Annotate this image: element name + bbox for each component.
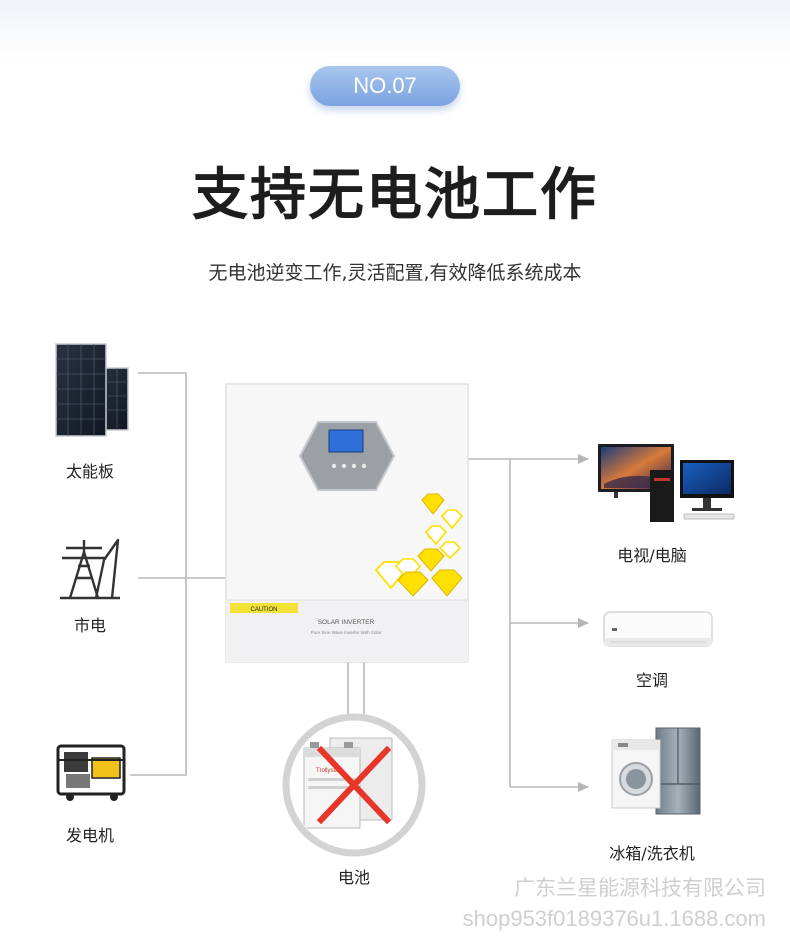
shop-watermark: shop953f0189376u1.1688.com: [462, 906, 766, 931]
solar-panel-icon: [55, 343, 129, 437]
cross-icon: [316, 745, 392, 825]
company-watermark: 广东兰星能源科技有限公司: [514, 877, 766, 900]
inverter-model-label: SOLAR INVERTER: [318, 619, 375, 626]
diamond-decoration: [374, 493, 464, 597]
page-title: 支持无电池工作: [192, 163, 598, 228]
generator-icon: [56, 744, 126, 801]
washer-fridge-icon: [611, 727, 701, 815]
source-wiring: [130, 372, 226, 776]
air-conditioner-icon: [603, 611, 713, 647]
tv-pc-label: 电视/电脑: [617, 546, 687, 565]
inverter-desc-label: Pure Sine Wave Inverter With Solar: [311, 630, 382, 635]
fridge-washer-label: 冰箱/洗衣机: [609, 844, 695, 863]
grid-label: 市电: [73, 616, 106, 635]
battery-label: 电池: [337, 868, 370, 887]
battery-wiring: [347, 660, 365, 720]
section-number-badge: NO.07: [310, 66, 460, 106]
solar-label: 太能板: [65, 462, 114, 481]
tv-computer-icon: [598, 444, 735, 522]
top-background: [0, 0, 790, 60]
inverter-unit: CAUTION SOLAR INVERTER Pure Sine Wave In…: [225, 383, 469, 663]
power-tower-icon: [60, 538, 120, 600]
caution-label: CAUTION: [251, 607, 278, 613]
generator-label: 发电机: [65, 826, 114, 845]
page-subtitle: 无电池逆变工作,灵活配置,有效降低系统成本: [208, 262, 582, 284]
ac-label: 空调: [635, 671, 668, 690]
battery-brand: Trollystar: [316, 768, 340, 774]
load-wiring: [468, 454, 589, 792]
